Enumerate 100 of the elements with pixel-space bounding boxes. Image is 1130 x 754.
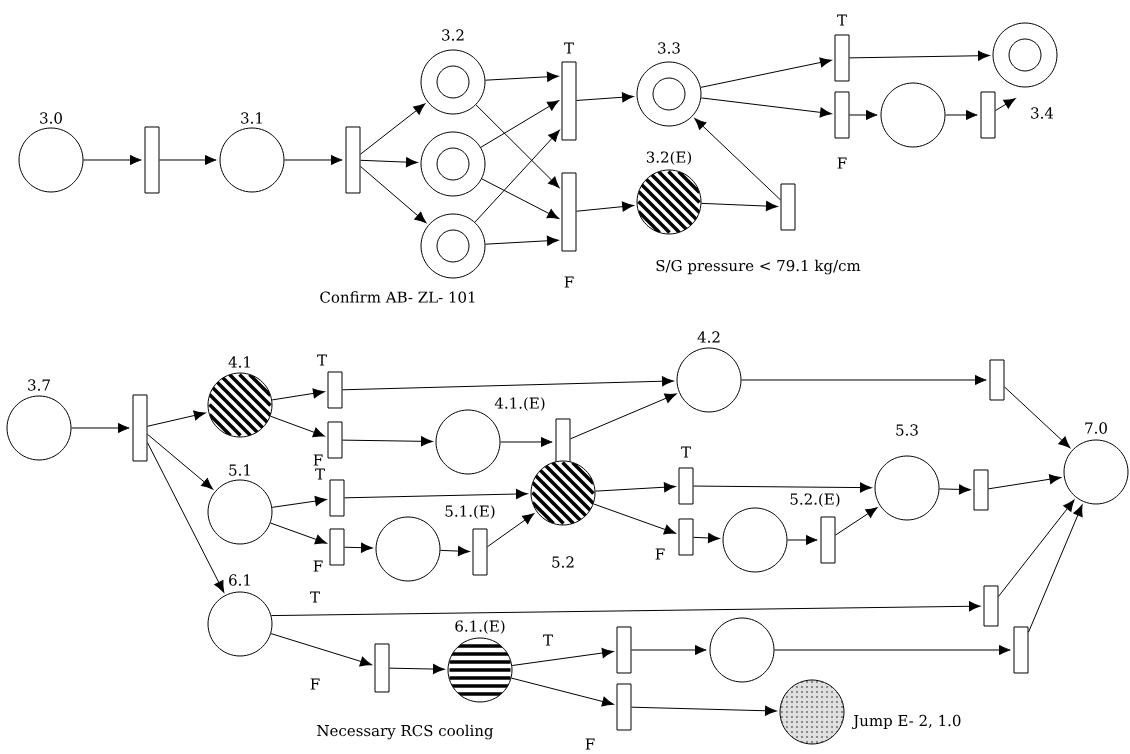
arrow [594,482,676,493]
arrow [576,92,634,103]
arrow [576,201,634,212]
arrow [284,154,343,166]
place-label: 3.1 [241,112,262,124]
transition-bar [329,479,345,517]
arrow [344,542,373,553]
arrow [270,633,372,667]
place-label: T [315,468,325,480]
arrow [694,118,781,201]
place-label: 5.3 [896,424,918,436]
place-label: F [585,738,595,750]
arrow [360,165,427,224]
place-circle [874,455,940,521]
edge-label: T [542,633,554,647]
arrow [741,374,987,386]
place-circle [676,347,742,413]
arrow [480,100,560,148]
arrow [481,178,560,219]
transition-bar [616,626,632,674]
place-label: S/G pressure < 79.1 kg/cm [656,259,861,275]
arrow [849,109,878,121]
place-circle [1063,439,1129,505]
transition-bar [374,643,390,693]
place-label: 4.1 [228,356,250,368]
arrow [484,71,559,82]
transition-bar [1013,626,1029,674]
arrow [147,442,225,593]
place-label: F [655,548,665,560]
hatched-circle [636,169,702,235]
double-circle [420,131,486,197]
transition-bar [616,683,632,731]
transition-bar [820,516,836,564]
transition-bar [678,467,694,505]
arrow [344,488,528,500]
arrow [342,436,433,447]
place-label: 7.0 [1085,422,1107,434]
place-label: 5.2.(E) [790,493,840,507]
arrow [995,98,1016,111]
place-label: T [681,446,691,458]
place-label: 6.1 [229,574,250,586]
place-circle [219,127,285,193]
place-label: 4.2 [697,331,720,343]
place-label: 3.7 [28,379,50,391]
place-circle [880,82,946,148]
arrow [939,484,971,495]
transition-bar [989,359,1005,401]
transition-bar [834,34,850,82]
transition-bar [144,126,160,194]
double-circle [420,49,486,115]
arrow [593,503,676,535]
arrow [1004,386,1071,449]
place-label: Necessary RCS cooling [317,724,494,740]
arrow [1028,504,1083,633]
arrow [945,109,978,121]
arrow [500,436,553,448]
arrow [570,393,677,440]
arrow [271,388,325,401]
double-circle [420,213,486,279]
arrow [631,644,707,656]
place-label: 4.1.(E) [494,397,545,411]
edge-label: T [309,590,321,604]
hatched-circle [207,372,273,438]
transition-bar [132,394,148,462]
transition-bar [561,61,577,141]
arrow [147,410,206,427]
place-label: F [313,454,323,466]
arrow [998,499,1075,597]
transition-bar [780,183,796,231]
place-circle [18,127,84,193]
transition-bar [327,421,343,459]
transition-bar [678,518,694,556]
hatched-circle [530,460,596,526]
arrow [693,532,720,544]
place-label: 5.2 [552,556,574,568]
arrow [83,154,142,166]
place-label: 5.1.(E) [445,505,495,519]
arrow [271,496,327,508]
arrow [360,157,418,168]
place-label: 3.3 [658,42,680,54]
place-label: T [317,354,327,366]
place-label: Confirm AB- ZL- 101 [320,291,475,303]
dotted-circle [779,679,845,745]
arrow [270,601,981,617]
place-label: 6.1.(E) [455,620,505,634]
place-label: 5.1 [229,464,250,476]
place-label: 3.2 [442,29,464,41]
place-circle [6,395,72,461]
arrow [787,534,818,546]
place-circle [207,591,273,657]
place-circle [435,409,501,475]
transition-bar [327,371,343,409]
place-circle [375,516,441,582]
place-circle [709,617,775,683]
arrow [484,235,559,246]
arrow [342,376,674,391]
place-label: F [564,276,574,288]
arrow [147,433,214,490]
striped-circle [447,637,513,703]
place-label: F [837,157,847,169]
